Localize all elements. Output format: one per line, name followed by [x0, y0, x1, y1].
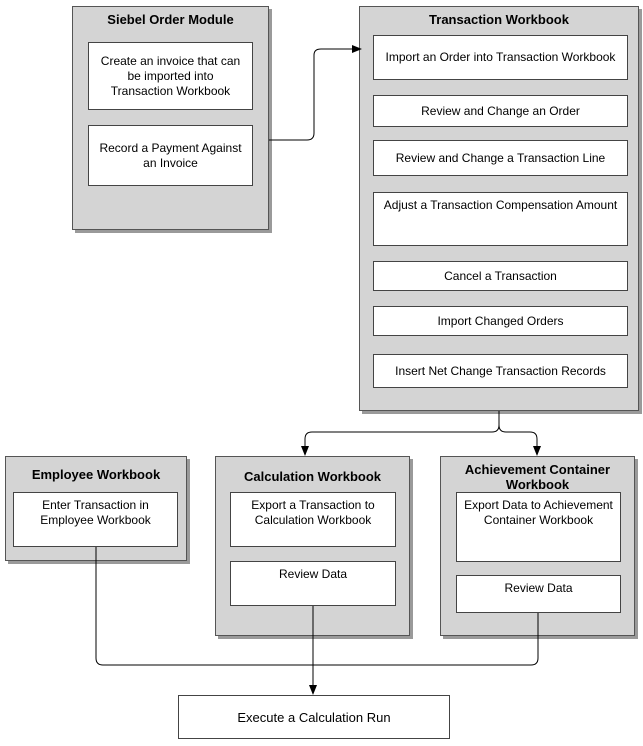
step-import-order: Import an Order into Transaction Workboo…: [373, 35, 628, 80]
step-review-change-order: Review and Change an Order: [373, 95, 628, 127]
step-import-changed-orders: Import Changed Orders: [373, 306, 628, 336]
step-enter-transaction: Enter Transaction in Employee Workbook: [13, 492, 178, 547]
step-review-data-achievement: Review Data: [456, 575, 621, 613]
step-export-to-achievement: Export Data to Achievement Container Wor…: [456, 492, 621, 562]
line-achievement-to-execute: [313, 613, 539, 666]
siebel-order-module-title: Siebel Order Module: [107, 12, 234, 27]
step-export-to-calculation: Export a Transaction to Calculation Work…: [230, 492, 396, 547]
transaction-workbook-title: Transaction Workbook: [429, 12, 569, 27]
arrow-siebel-to-transaction: [269, 45, 362, 141]
step-adjust-compensation: Adjust a Transaction Compensation Amount: [373, 192, 628, 246]
arrow-transaction-to-calculation: [301, 411, 500, 456]
step-create-invoice: Create an invoice that can be imported i…: [88, 42, 253, 110]
step-review-data-calculation: Review Data: [230, 561, 396, 606]
line-employee-to-execute: [95, 547, 313, 666]
step-cancel-transaction: Cancel a Transaction: [373, 261, 628, 291]
arrow-transaction-to-achievement: [498, 424, 541, 456]
step-insert-net-change: Insert Net Change Transaction Records: [373, 354, 628, 388]
employee-workbook-title: Employee Workbook: [31, 467, 161, 482]
calculation-workbook-title: Calculation Workbook: [244, 469, 381, 484]
step-execute-calculation-run: Execute a Calculation Run: [178, 695, 450, 739]
achievement-workbook-title: Achievement Container Workbook: [464, 462, 611, 492]
step-review-change-line: Review and Change a Transaction Line: [373, 140, 628, 176]
step-record-payment: Record a Payment Against an Invoice: [88, 125, 253, 186]
